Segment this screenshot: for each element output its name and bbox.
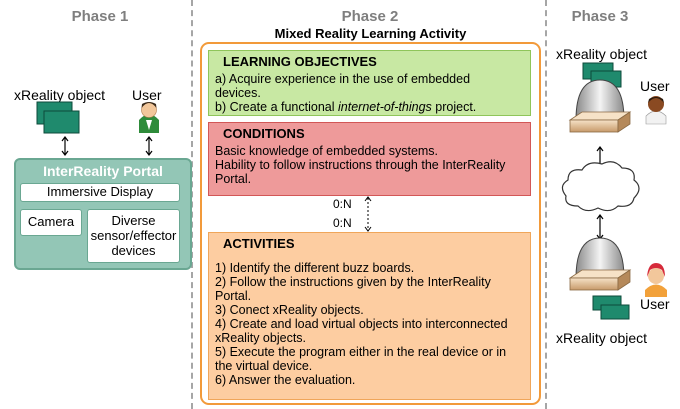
separator-left: [191, 0, 193, 409]
sensor-line-2: sensor/effector: [90, 228, 177, 243]
objective-b: b) Create a functional internet-of-thing…: [215, 100, 524, 114]
objective-b-italic: internet-of-things: [338, 100, 432, 114]
phase3-title: Phase 3: [571, 8, 629, 25]
condition-line: Basic knowledge of embedded systems.: [215, 144, 439, 158]
conditions-heading: CONDITIONS: [223, 126, 305, 141]
cardinality-arrow-icon: [364, 196, 372, 232]
immersive-display-label: Immersive Display: [46, 184, 154, 199]
activity-line: 1) Identify the different buzz boards.: [215, 261, 415, 275]
activity-frame: [200, 42, 541, 405]
condition-line: Portal.: [215, 172, 252, 186]
phase1-graphics: [36, 101, 159, 156]
user-green-icon: [139, 102, 159, 133]
objective-b-suffix: project.: [431, 100, 477, 114]
phase3-xreality-top-label: xReality object: [556, 46, 648, 62]
learning-objectives-block: LEARNING OBJECTIVES a) Acquire experienc…: [208, 50, 531, 116]
phase1-xreality-label: xReality object: [14, 87, 106, 103]
user-bottom-icon: [645, 263, 667, 297]
conditions-block: CONDITIONS Basic knowledge of embedded s…: [208, 122, 531, 196]
cardinality-top: 0:N: [333, 197, 352, 211]
activity-title: Mixed Reality Learning Activity: [274, 26, 467, 41]
sensor-line-1: Diverse: [111, 213, 156, 228]
activity-line: the virtual device.: [215, 359, 313, 373]
phase2-title: Phase 2: [341, 8, 399, 25]
phase3-user-top-label: User: [640, 78, 670, 94]
sensor-line-3: devices: [111, 243, 156, 258]
objective-b-prefix: b) Create a functional: [215, 100, 338, 114]
sensor-effector-box: Diverse sensor/effector devices: [87, 209, 180, 263]
cloud-icon: [561, 161, 640, 212]
learning-objectives-heading: LEARNING OBJECTIVES: [223, 54, 377, 69]
activity-line: 5) Execute the program either in the rea…: [215, 345, 507, 359]
activity-line: xReality objects.: [215, 331, 307, 345]
activity-line: Portal.: [215, 289, 252, 303]
activity-line: 2) Follow the instructions given by the …: [215, 275, 491, 289]
user-top-icon: [645, 96, 667, 125]
activity-line: 4) Create and load virtual objects into …: [215, 317, 508, 331]
activity-line: 3) Conect xReality objects.: [215, 303, 364, 317]
immersive-display-box: Immersive Display: [20, 183, 180, 202]
xreality-object-bottom-icon: [592, 295, 630, 320]
activities-heading: ACTIVITIES: [223, 236, 295, 251]
portal-bottom-icon: [568, 237, 632, 291]
objective-a-line2: devices.: [215, 86, 261, 100]
camera-box: Camera: [20, 209, 82, 236]
phase3-user-bottom-label: User: [640, 296, 670, 312]
phase1-title: Phase 1: [71, 8, 129, 25]
xreality-object-icon: [36, 101, 80, 134]
camera-label: Camera: [27, 214, 75, 229]
activity-line: 6) Answer the evaluation.: [215, 373, 356, 387]
phase1-connection-arrows: [61, 136, 153, 156]
portal-top-icon: [568, 79, 632, 133]
portal-title: InterReality Portal: [43, 163, 163, 179]
objective-a-line1: a) Acquire experience in the use of embe…: [215, 72, 471, 86]
phase3-xreality-bottom-label: xReality object: [556, 330, 648, 346]
cardinality-bottom: 0:N: [333, 216, 352, 230]
phase3-graphics: [561, 62, 667, 320]
condition-line: Hability to follow instructions through …: [215, 158, 506, 172]
activities-block: ACTIVITIES 1) Identify the different buz…: [208, 232, 531, 400]
phase1-user-label: User: [132, 87, 162, 103]
separator-right: [545, 0, 547, 409]
